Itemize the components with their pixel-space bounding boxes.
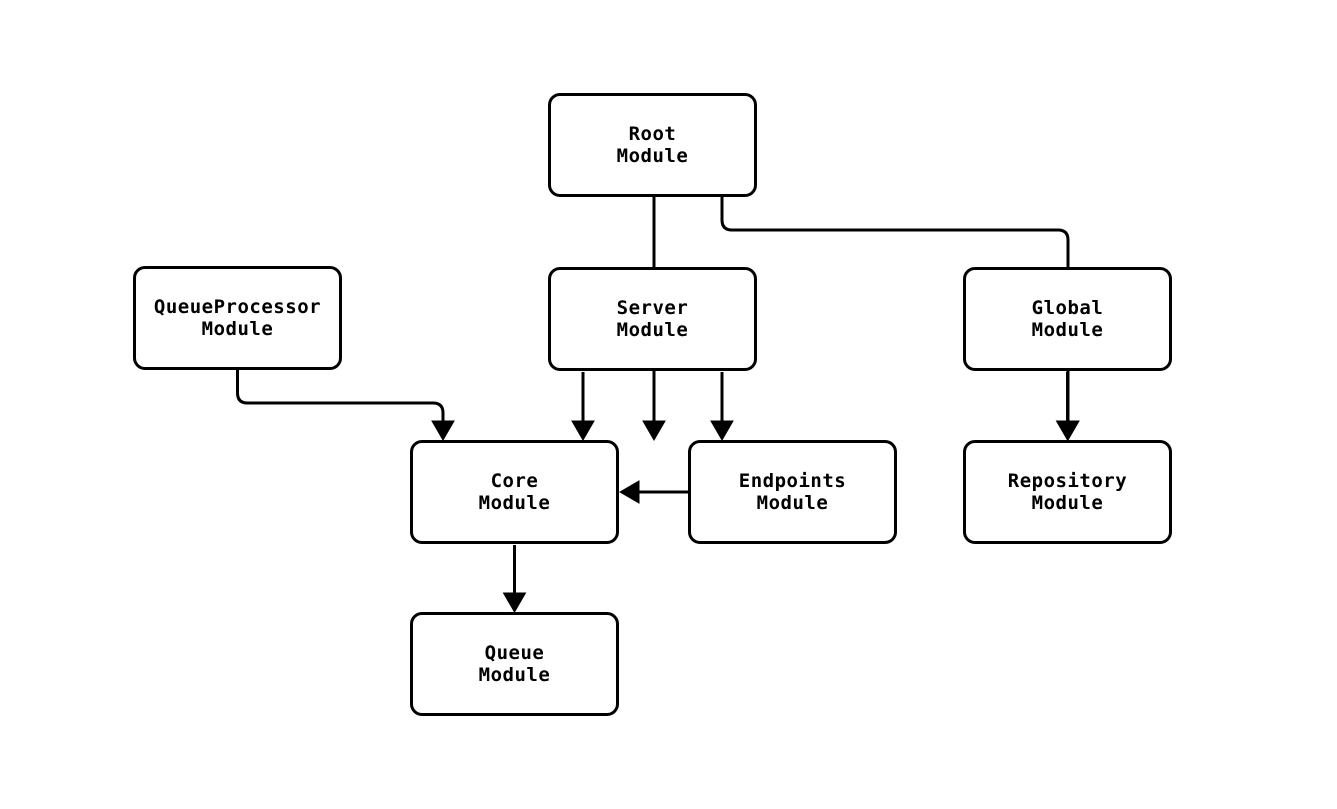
node-endpoints-module: Endpoints Module [688,440,897,544]
node-global-module: Global Module [963,267,1172,371]
node-root-module-label: Root Module [616,123,689,167]
edge-server-to-core [571,372,595,441]
edge-global-to-repository [1055,372,1080,441]
node-core-module: Core Module [410,440,619,544]
node-server-module: Server Module [548,267,757,371]
edge-endpoints-to-core [619,480,688,504]
node-queueprocessor-module-label: QueueProcessor Module [153,296,322,340]
node-repository-module: Repository Module [963,440,1172,544]
arrowhead-icon [431,420,455,441]
node-queue-module: Queue Module [410,612,619,716]
arrowhead-icon [710,420,734,441]
edge-server-to-endpoints [710,372,734,441]
arrowhead-icon [619,480,640,504]
node-repository-module-label: Repository Module [1007,470,1128,514]
node-queue-module-label: Queue Module [478,642,551,686]
node-endpoints-module-label: Endpoints Module [738,470,847,514]
edge-core-to-queue [502,545,527,613]
node-root-module: Root Module [548,93,757,197]
arrowhead-icon [642,420,666,441]
node-queueprocessor-module: QueueProcessor Module [133,266,342,370]
node-core-module-label: Core Module [478,470,551,514]
arrowhead-icon [571,420,595,441]
arrowhead-icon [1055,420,1080,441]
node-global-module-label: Global Module [1031,297,1104,341]
arrowhead-icon [502,592,527,613]
edge-queueprocessor-to-core [236,370,455,441]
node-server-module-label: Server Module [616,297,689,341]
